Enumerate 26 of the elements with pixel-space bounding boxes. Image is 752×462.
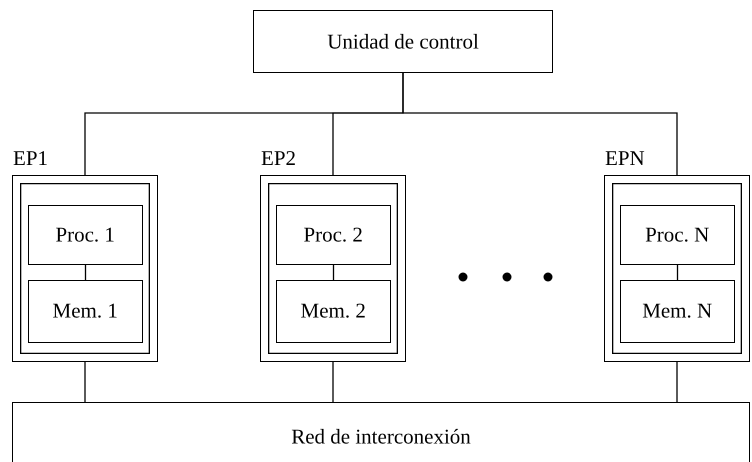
- connector-line: [676, 362, 678, 402]
- block-box: [276, 280, 391, 343]
- connector-line: [676, 265, 678, 280]
- block-label: Unidad de control: [326, 29, 480, 54]
- connector-line: [332, 265, 334, 280]
- block-box: [276, 204, 391, 265]
- element-label: EP1: [13, 146, 48, 171]
- block-label: Proc. N: [644, 222, 710, 248]
- block-label: Red de interconexión: [290, 424, 472, 450]
- block-box: [620, 280, 735, 343]
- block-box: [620, 204, 735, 265]
- block-label: Proc. 2: [302, 222, 364, 248]
- connector-line: [84, 265, 86, 280]
- block-label: Mem. 1: [52, 298, 119, 324]
- network-box: [12, 402, 750, 462]
- connector-line: [332, 362, 334, 402]
- connector-line: [84, 362, 86, 402]
- block-label: Proc. 1: [54, 222, 116, 248]
- block-box: [28, 280, 143, 343]
- block-box: [28, 204, 143, 265]
- block-box: [253, 10, 553, 73]
- block-label: Mem. N: [641, 298, 714, 324]
- block-label: Mem. 2: [300, 298, 367, 324]
- connector-line: [402, 73, 678, 175]
- element-label: EPN: [605, 146, 645, 171]
- element-label: EP2: [261, 146, 296, 171]
